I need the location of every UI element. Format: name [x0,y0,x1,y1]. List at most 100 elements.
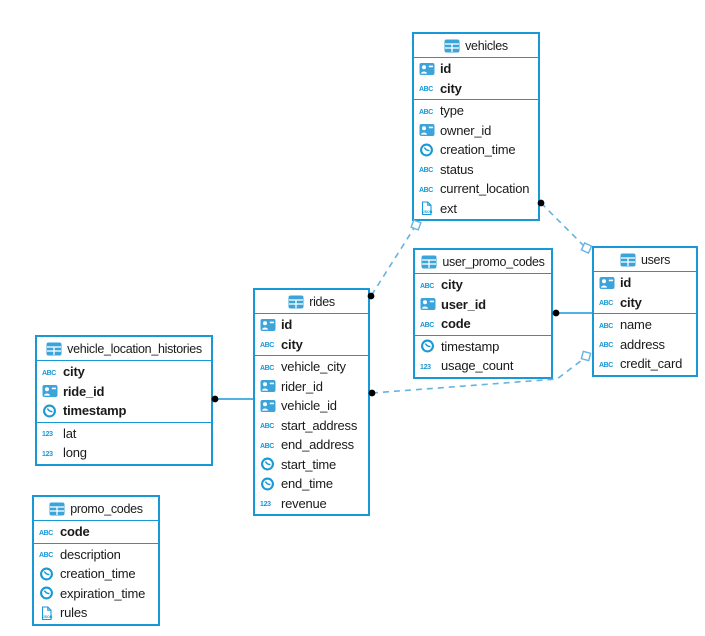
table-title: rides [309,294,335,309]
field-name: creation_time [60,566,136,582]
field-row-type[interactable]: ABC type [414,101,538,121]
svg-text:ABC: ABC [420,283,434,290]
field-row-id[interactable]: id [255,315,368,335]
svg-text:ABC: ABC [419,109,433,116]
table-header[interactable]: promo_codes [34,497,158,521]
abc-text-icon: ABC [420,317,436,331]
relationship-user_promo_codes-users[interactable] [552,309,593,317]
relationship-vehicles-users[interactable] [537,199,593,254]
abc-text-icon: ABC [419,104,435,118]
field-name: id [281,317,293,333]
svg-text:ABC: ABC [419,167,433,174]
field-row-timestamp[interactable]: timestamp [37,401,211,421]
field-row-description[interactable]: ABC description [34,545,158,565]
field-name: vehicle_id [281,398,337,414]
table-title: vehicle_location_histories [67,341,202,356]
abc-text-icon: ABC [260,418,276,432]
field-name: type [440,103,464,119]
field-row-expiration_time[interactable]: expiration_time [34,584,158,604]
field-name: description [60,546,121,562]
field-row-lat[interactable]: 123 lat [37,424,211,444]
field-name: ext [440,200,457,216]
field-row-code[interactable]: ABC code [415,314,551,334]
table-header[interactable]: vehicles [414,34,538,58]
id-badge-icon [42,384,58,398]
id-badge-icon [260,399,276,413]
field-name: usage_count [441,358,514,374]
abc-text-icon: ABC [260,360,276,374]
fields-section: ABC description creation_time expiration_ti… [34,542,158,624]
field-row-creation_time[interactable]: creation_time [414,140,538,160]
clock-icon [260,477,276,491]
field-row-ride_id[interactable]: ride_id [37,382,211,402]
id-badge-icon [420,297,436,311]
abc-text-icon: ABC [419,182,435,196]
abc-text-icon: ABC [42,365,58,379]
json-document-icon: JSON [39,606,55,620]
table-header[interactable]: rides [255,290,368,314]
svg-text:ABC: ABC [419,187,433,194]
field-row-id[interactable]: id [594,273,696,293]
table-header[interactable]: user_promo_codes [415,250,551,274]
field-name: city [441,277,463,293]
clock-icon [39,567,55,581]
field-row-start_time[interactable]: start_time [255,455,368,475]
table-header[interactable]: vehicle_location_histories [37,337,211,361]
id-badge-icon [260,318,276,332]
number-123-icon: 123 [42,426,58,440]
json-document-icon: JSON [419,201,435,216]
field-row-vehicle_id[interactable]: vehicle_id [255,396,368,416]
field-name: code [441,316,471,332]
abc-text-icon: ABC [420,278,436,292]
field-row-end_time[interactable]: end_time [255,474,368,494]
field-row-usage_count[interactable]: 123 usage_count [415,356,551,376]
field-row-id[interactable]: id [414,59,538,79]
field-row-ext[interactable]: JSON ext [414,199,538,219]
field-row-owner_id[interactable]: owner_id [414,121,538,141]
field-name: lat [63,425,77,441]
field-row-creation_time[interactable]: creation_time [34,564,158,584]
svg-text:ABC: ABC [599,342,613,349]
svg-text:123: 123 [420,364,431,371]
field-row-rider_id[interactable]: rider_id [255,377,368,397]
relationship-vehicle_location_histories-rides[interactable] [211,395,254,403]
id-badge-icon [599,276,615,290]
abc-text-icon: ABC [419,162,435,176]
field-row-user_id[interactable]: user_id [415,295,551,315]
table-header[interactable]: users [594,248,696,272]
abc-text-icon: ABC [39,547,55,561]
field-row-city[interactable]: ABC city [415,275,551,295]
field-row-timestamp[interactable]: timestamp [415,337,551,357]
field-name: owner_id [440,122,492,138]
table-grid-icon [49,502,65,516]
table-grid-icon [421,255,437,269]
